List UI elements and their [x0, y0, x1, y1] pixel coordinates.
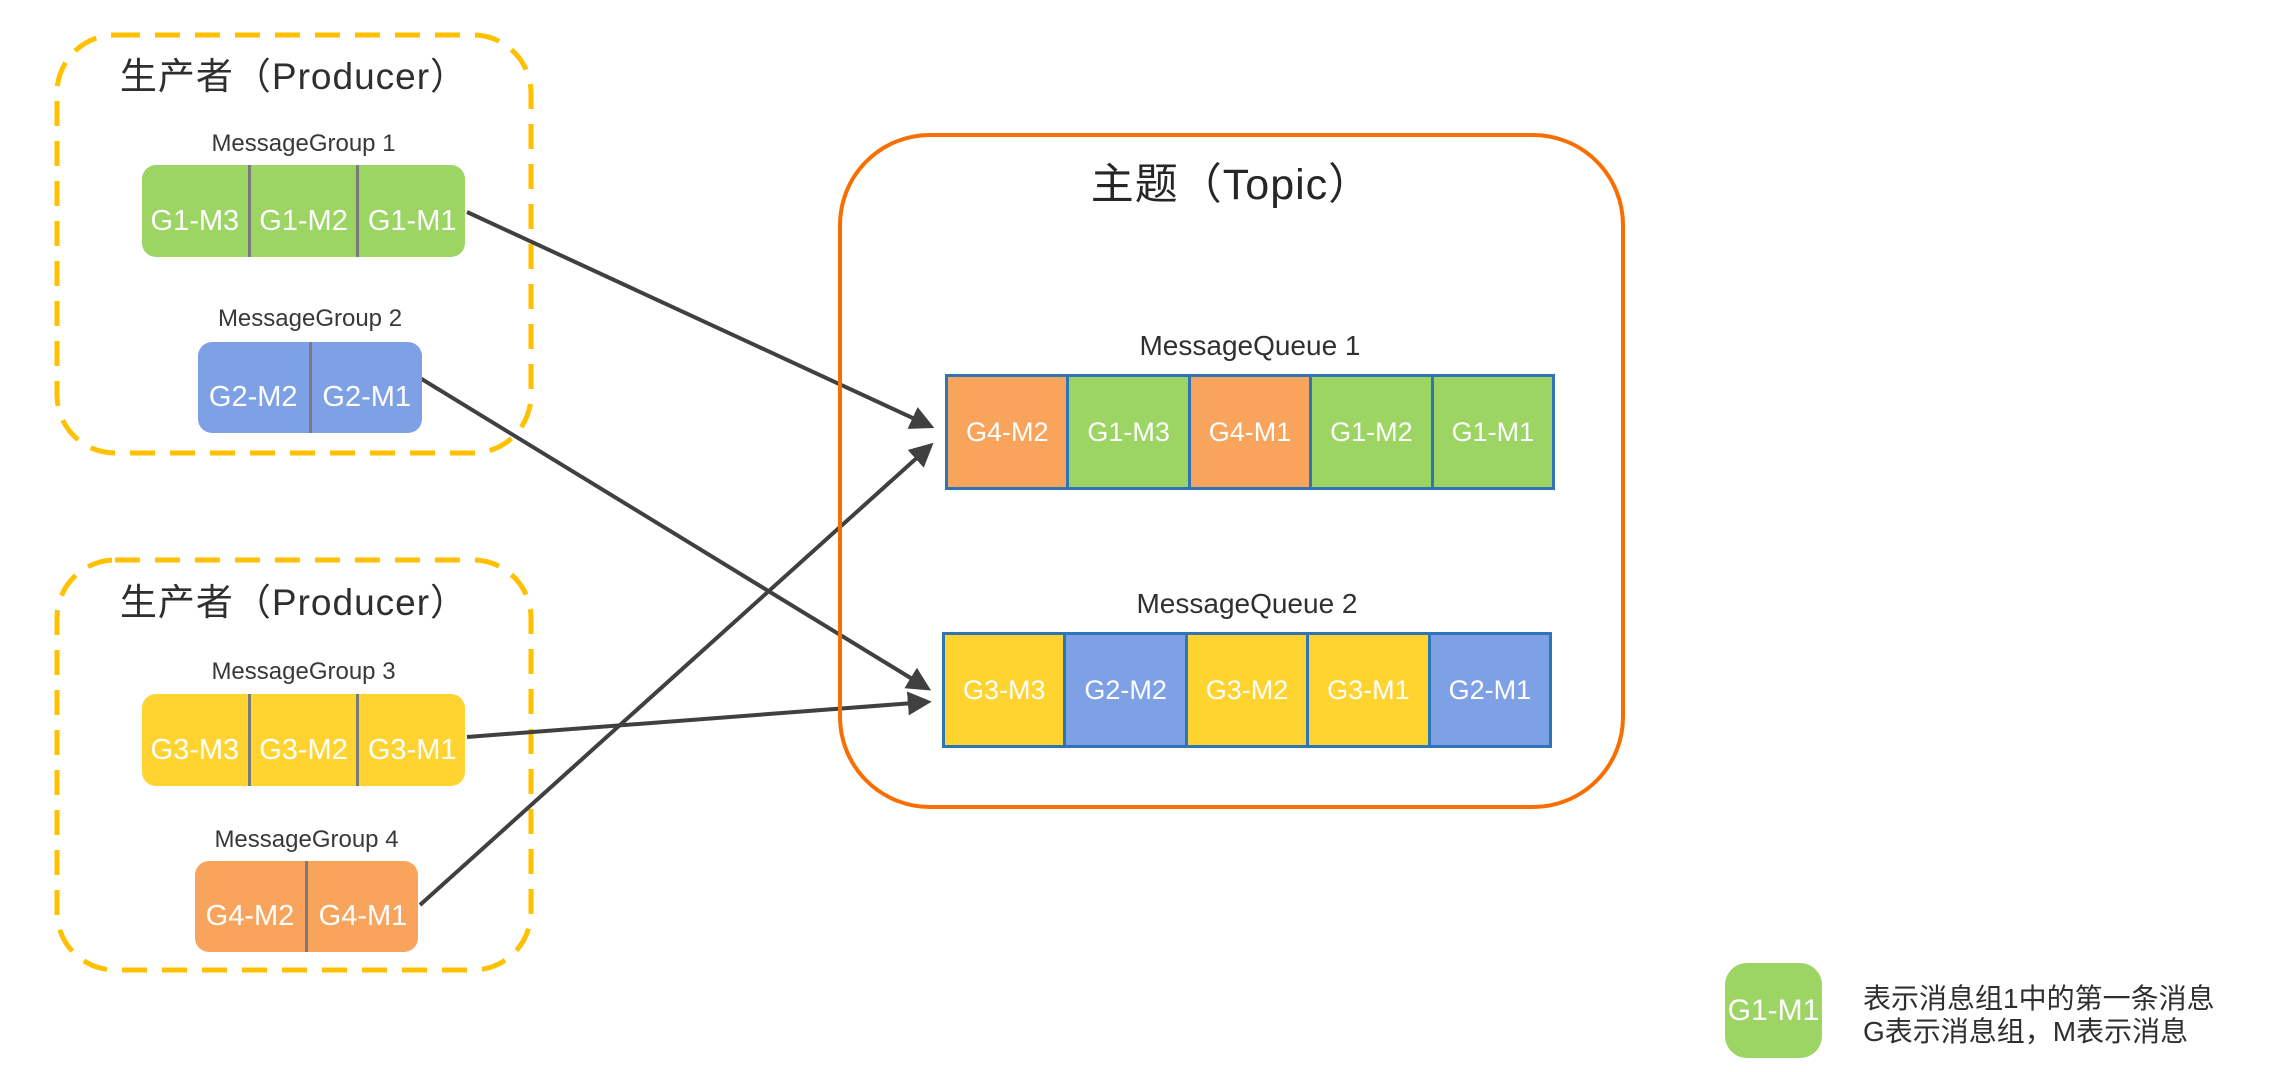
queue-cell: G1-M2: [1309, 374, 1434, 490]
queue-cell: G3-M3: [942, 632, 1067, 748]
message-cell: G3-M3: [150, 733, 240, 766]
queue-cell: G4-M2: [945, 374, 1070, 490]
message-group-3-label: MessageGroup 3: [211, 658, 396, 685]
arrow-g2m1-to-queue2: [418, 376, 932, 691]
message-group-2-rect: G2-M2 G2-M1: [198, 342, 422, 433]
arrow-g1m1-to-queue1: [466, 210, 935, 429]
message-queue-2-row: G3-M3 G2-M2 G3-M2 G3-M1 G2-M1: [942, 632, 1553, 748]
queue-cell: G3-M2: [1184, 632, 1310, 748]
message-queue-2-label: MessageQueue 2: [1136, 588, 1358, 619]
message-cell: G3-M1: [356, 694, 465, 786]
legend-line-2: G表示消息组，M表示消息: [1863, 1016, 2189, 1047]
legend-line-1: 表示消息组1中的第一条消息: [1863, 983, 2215, 1014]
message-group-3-rect: G3-M3 G3-M2 G3-M1: [142, 694, 465, 786]
message-cell: G3-M2: [247, 694, 357, 786]
message-group-4-rect: G4-M2 G4-M1: [195, 861, 418, 952]
producer-2-title: 生产者（Producer）: [119, 582, 469, 623]
message-queue-1-row: G4-M2 G1-M3 G4-M1 G1-M2 G1-M1: [945, 374, 1556, 490]
queue-cell: G2-M1: [1427, 632, 1553, 748]
producer-box-2-outline: [54, 557, 534, 973]
queue-cell: G4-M1: [1187, 374, 1313, 490]
message-cell: G1-M2: [247, 165, 357, 257]
queue-cell: G2-M2: [1063, 632, 1188, 748]
message-cell: G2-M1: [308, 342, 423, 433]
message-cell: G4-M1: [305, 861, 418, 952]
queue-cell: G1-M1: [1430, 374, 1556, 490]
arrow-g4m1-to-queue1: [418, 442, 934, 907]
legend-text: 表示消息组1中的第一条消息 G表示消息组，M表示消息: [1863, 982, 2215, 1048]
topic-box: [838, 133, 1625, 809]
message-group-1-label: MessageGroup 1: [211, 130, 396, 157]
message-queue-1-label: MessageQueue 1: [1139, 330, 1361, 361]
message-cell: G1-M3: [150, 204, 240, 237]
message-cell: G2-M2: [208, 381, 298, 413]
arrow-g3m1-to-queue2: [466, 691, 932, 739]
producer-1-title: 生产者（Producer）: [119, 56, 469, 97]
queue-cell: G3-M1: [1306, 632, 1431, 748]
message-group-1-rect: G1-M3 G1-M2 G1-M1: [142, 165, 465, 257]
message-cell: G4-M2: [205, 900, 295, 932]
message-cell: G1-M1: [356, 165, 465, 257]
message-group-4-label: MessageGroup 4: [214, 826, 399, 853]
queue-cell: G1-M3: [1066, 374, 1191, 490]
message-group-2-label: MessageGroup 2: [217, 305, 403, 332]
producer-box-1-outline: [54, 32, 534, 456]
legend-swatch: G1-M1: [1725, 963, 1822, 1058]
topic-title: 主题（Topic）: [1090, 161, 1373, 209]
